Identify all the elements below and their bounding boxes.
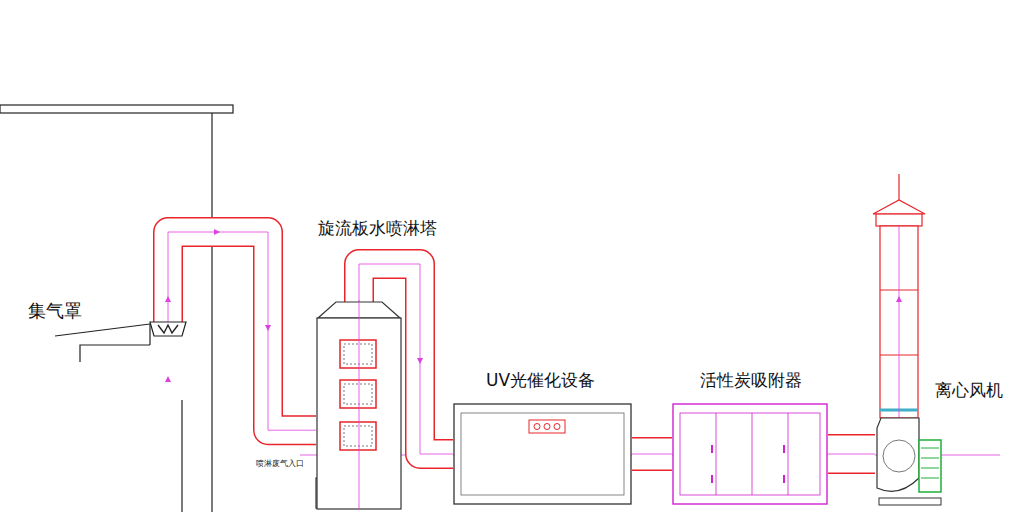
- equipment-outline: [921, 468, 939, 469]
- hood-frame: [149, 324, 150, 345]
- chimney: [873, 174, 925, 418]
- duct-inside: [168, 232, 316, 430]
- equipment-label: 离心风机: [935, 380, 1003, 400]
- flow-arrow: [165, 296, 171, 302]
- flow-arrow: [417, 358, 423, 364]
- equipment-outline: [877, 418, 919, 491]
- equipment-outline: [158, 325, 178, 333]
- equipment-outline: [752, 413, 753, 495]
- equipment-outline: [783, 445, 785, 453]
- equipment-outline: [344, 344, 372, 364]
- building: [0, 105, 233, 512]
- chimney: [880, 226, 918, 418]
- flow-arrow: [165, 229, 902, 382]
- equipment-outline: [788, 413, 789, 495]
- equipment-outline: [344, 384, 372, 404]
- carbon-adsorber: 活性炭吸附器: [672, 403, 828, 505]
- chimney: [876, 214, 922, 226]
- chimney: [899, 226, 900, 418]
- equipment-outline: [672, 403, 828, 505]
- duct-wall: [632, 437, 672, 471]
- equipment-outline: [534, 424, 540, 430]
- equipment-outline: [875, 418, 945, 506]
- equipment-outline: [883, 440, 915, 472]
- equipment-outline: [461, 413, 624, 495]
- equipment-outline: [454, 404, 631, 504]
- equipment-outline: [921, 458, 939, 459]
- equipment-outline: [921, 448, 939, 449]
- duct-wall: [828, 434, 875, 474]
- equipment-outline: [680, 413, 820, 495]
- flow-arrow: [214, 229, 220, 235]
- equipment-label: 集气罩: [28, 300, 82, 322]
- equipment-outline: [529, 420, 565, 433]
- hood-frame: [55, 324, 150, 362]
- building: [0, 105, 233, 113]
- duct-axis: [828, 454, 875, 455]
- equipment-outline: [344, 426, 372, 446]
- equipment-outline: [340, 340, 376, 368]
- equipment-outline: [554, 424, 560, 430]
- equipment-outline: [340, 380, 376, 408]
- equipment-outline: [150, 322, 186, 336]
- building: [211, 113, 212, 512]
- equipment-outline: [340, 422, 376, 450]
- duct-wall: [168, 232, 316, 430]
- flow-arrow: [896, 296, 902, 302]
- air-duct: [828, 454, 875, 455]
- uv-unit: UV光催化设备: [453, 403, 632, 505]
- chimney: [873, 200, 925, 214]
- equipment-outline: [879, 498, 941, 505]
- equipment-label: 旋流板水喷淋塔: [318, 218, 437, 238]
- equipment-label: 活性炭吸附器: [700, 370, 802, 390]
- duct-inside: [828, 436, 875, 473]
- equipment-label: UV光催化设备: [486, 370, 595, 390]
- equipment-outline: [711, 475, 713, 483]
- gas-hood: 集气罩: [150, 322, 186, 336]
- chimney: [898, 174, 899, 200]
- equipment-outline: [150, 322, 186, 336]
- air-duct: [632, 454, 672, 455]
- equipment-outline: [453, 403, 632, 505]
- building: [181, 400, 182, 512]
- centrifugal-fan: 离心风机: [875, 418, 945, 506]
- hood-frame: [55, 324, 150, 336]
- flow-arrow: [165, 376, 171, 382]
- duct-inside: [632, 439, 672, 470]
- equipment-outline: [921, 478, 939, 479]
- equipment-outline: [919, 440, 941, 492]
- equipment-outline: [673, 404, 827, 504]
- equipment-outline: [716, 413, 717, 495]
- inlet-note: 喷淋废气入口: [256, 460, 304, 469]
- duct-axis: [632, 454, 672, 455]
- equipment-outline: [544, 424, 550, 430]
- equipment-outline: [316, 300, 402, 510]
- spray-tower: 旋流板水喷淋塔: [316, 300, 402, 510]
- equipment-outline: [783, 475, 785, 483]
- hood-frame: [80, 345, 150, 362]
- equipment-outline: [359, 300, 360, 510]
- air-duct: [168, 232, 316, 430]
- flow-arrow: [265, 325, 271, 331]
- equipment-outline: [711, 445, 713, 453]
- duct-axis: [168, 232, 316, 430]
